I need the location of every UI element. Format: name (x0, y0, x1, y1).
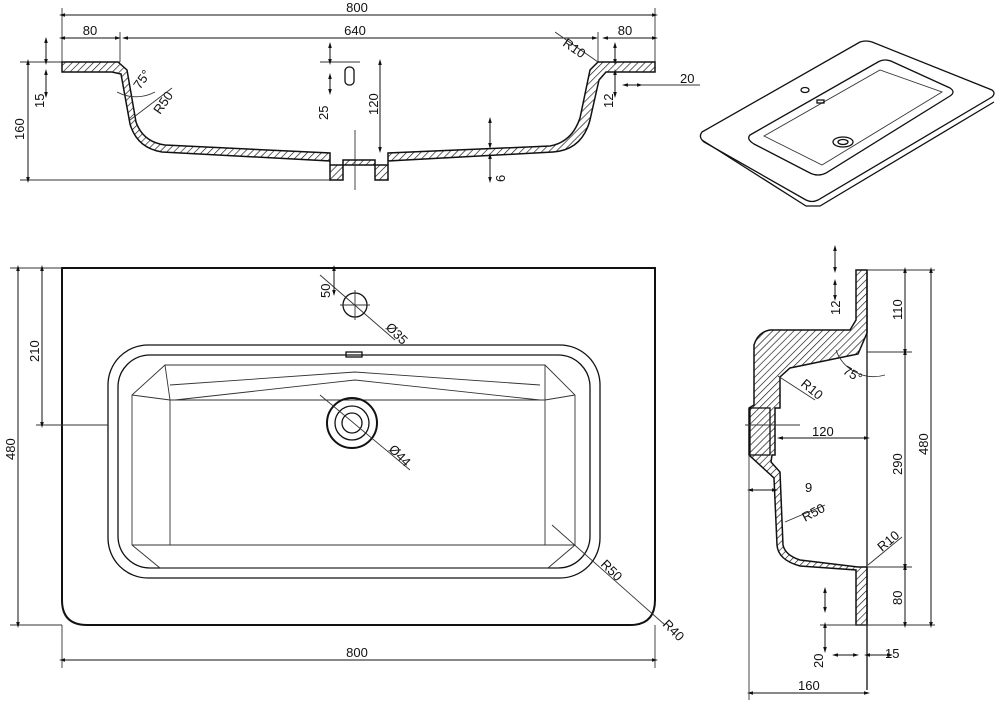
overflow-slot (344, 66, 355, 86)
dim-label: 480 (3, 438, 18, 460)
dim-label: R50 (598, 557, 625, 584)
dim-label: 15 (32, 94, 47, 108)
drain-hole (326, 397, 378, 449)
dim-label: 160 (798, 678, 820, 693)
overflow-slot (345, 351, 363, 358)
dim-label: 80 (890, 591, 905, 605)
dim-label: 120 (812, 424, 834, 439)
dim-label: 210 (27, 340, 42, 362)
dim-label: 20 (680, 71, 694, 86)
dim-label: 6 (493, 175, 508, 182)
dim-label: 25 (316, 106, 331, 120)
basin-section-profile (61, 61, 656, 181)
dim-label: 640 (344, 23, 366, 38)
section-view: 800 80 640 80 R10 20 12 15 160 25 120 R5… (12, 0, 700, 190)
side-section-view: 12 110 75° R10 120 290 480 9 R50 R10 80 … (745, 245, 935, 700)
dim-label: 110 (890, 299, 905, 320)
dim-label: 80 (83, 23, 97, 38)
dim-label: 15 (885, 646, 899, 661)
dim-label: 9 (805, 480, 812, 495)
dim-label: R40 (660, 617, 687, 644)
dim-label: 120 (366, 93, 381, 115)
dim-label: 12 (828, 301, 843, 315)
plan-view: 50 Ø35 Ø44 R50 R40 800 480 210 (3, 265, 687, 668)
dim-label: 20 (811, 654, 826, 668)
dim-label: 480 (916, 433, 931, 455)
side-profile (748, 269, 868, 626)
dim-label: R10 (798, 376, 826, 403)
dim-label: 50 (318, 284, 333, 298)
dim-label: 290 (890, 453, 905, 475)
dim-label: 75° (841, 363, 866, 386)
dim-label: 160 (12, 118, 27, 140)
dim-label: R50 (799, 500, 827, 524)
isometric-view (699, 40, 995, 207)
dim-label: 75° (130, 67, 154, 92)
basin-outline (61, 267, 656, 626)
dim-label: Ø35 (383, 320, 411, 348)
dim-label: 800 (346, 645, 368, 660)
dim-label: 800 (346, 0, 368, 15)
bowl-outer (107, 344, 601, 579)
dim-label: 80 (618, 23, 632, 38)
dim-label: Ø44 (386, 442, 414, 470)
dim-label: R10 (874, 527, 902, 554)
dim-label: 12 (601, 94, 616, 108)
